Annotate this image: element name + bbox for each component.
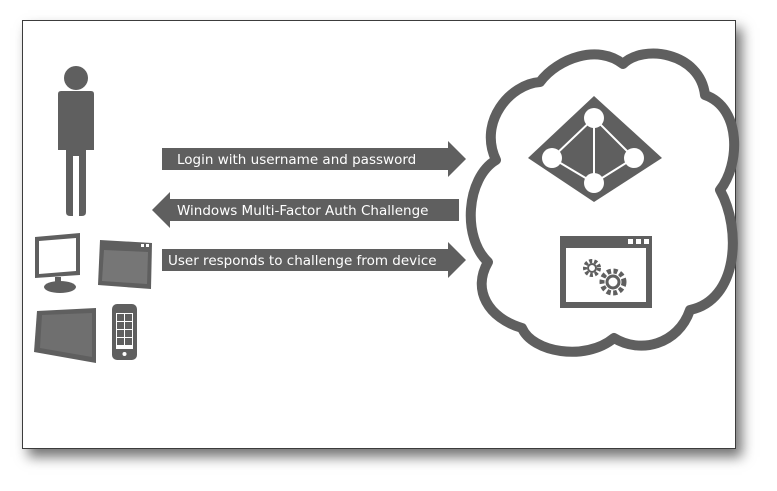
large-gear-icon <box>599 268 627 296</box>
phone-icon <box>112 304 137 360</box>
arrow-response: User responds to challenge from device <box>162 242 466 278</box>
monitor-icon <box>35 233 80 293</box>
arrow-challenge-label: Windows Multi-Factor Auth Challenge <box>177 203 428 219</box>
arrow-response-label: User responds to challenge from device <box>168 253 437 269</box>
tablet-icon <box>34 308 96 363</box>
app-window-gears-icon <box>560 236 652 308</box>
small-gear-icon <box>583 259 601 277</box>
cloud-icon <box>465 48 740 357</box>
arrow-login-label: Login with username and password <box>177 152 416 168</box>
arrow-login: Login with username and password <box>162 141 466 177</box>
browser-window-icon <box>98 240 152 289</box>
arrow-challenge: Windows Multi-Factor Auth Challenge <box>152 192 459 228</box>
diagram-frame <box>22 20 736 449</box>
person-icon <box>58 66 94 216</box>
azure-active-directory-icon <box>528 96 662 202</box>
